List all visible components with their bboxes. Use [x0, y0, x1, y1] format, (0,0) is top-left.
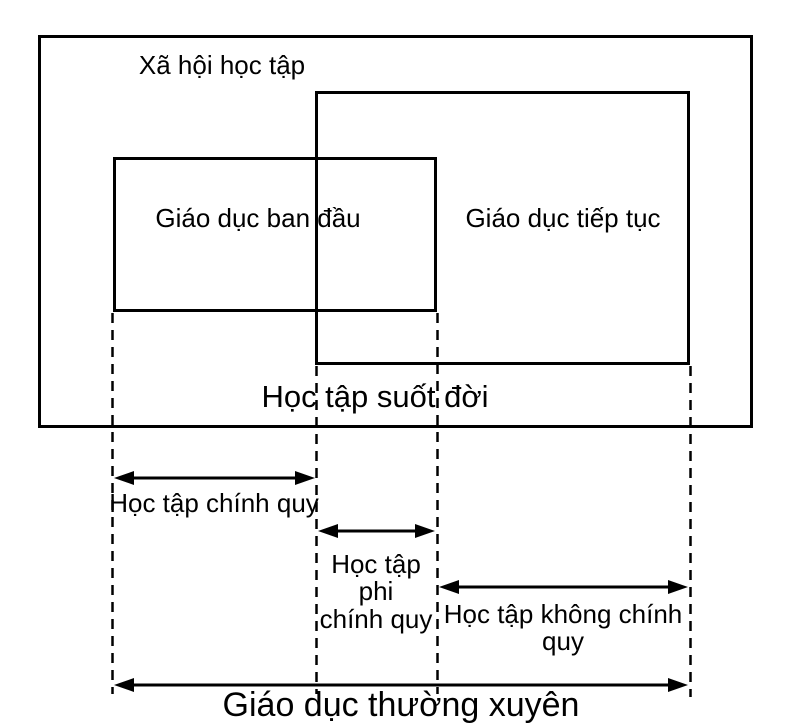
informal-learning-line1: Học tập không chính [443, 599, 683, 629]
formal-learning-arrow [114, 471, 315, 485]
informal-learning-arrow [439, 580, 688, 594]
initial-education-label: Giáo dục ban đầu [155, 203, 361, 233]
nonformal-learning-label: Học tập phi chính quy [296, 549, 456, 634]
regular-education-label: Giáo dục thường xuyên [222, 686, 580, 724]
lifelong-learning-label: Học tập suốt đời [261, 379, 489, 414]
informal-learning-line2: quy [542, 626, 584, 657]
nonformal-learning-arrow [318, 524, 435, 538]
nonformal-learning-line3: chính quy [319, 603, 433, 634]
learning-society-label: Xã hội học tập [138, 50, 306, 80]
informal-learning-label: Học tập không chính quy [433, 599, 693, 657]
continuing-education-label: Giáo dục tiếp tục [465, 203, 661, 233]
nonformal-learning-line1: Học tập [331, 549, 421, 579]
nonformal-learning-line2: phi [358, 576, 394, 607]
formal-learning-label: Học tập chính quy [109, 488, 319, 518]
learning-society-box [38, 35, 753, 428]
initial-education-box [113, 157, 437, 312]
continuing-education-box [315, 91, 690, 365]
